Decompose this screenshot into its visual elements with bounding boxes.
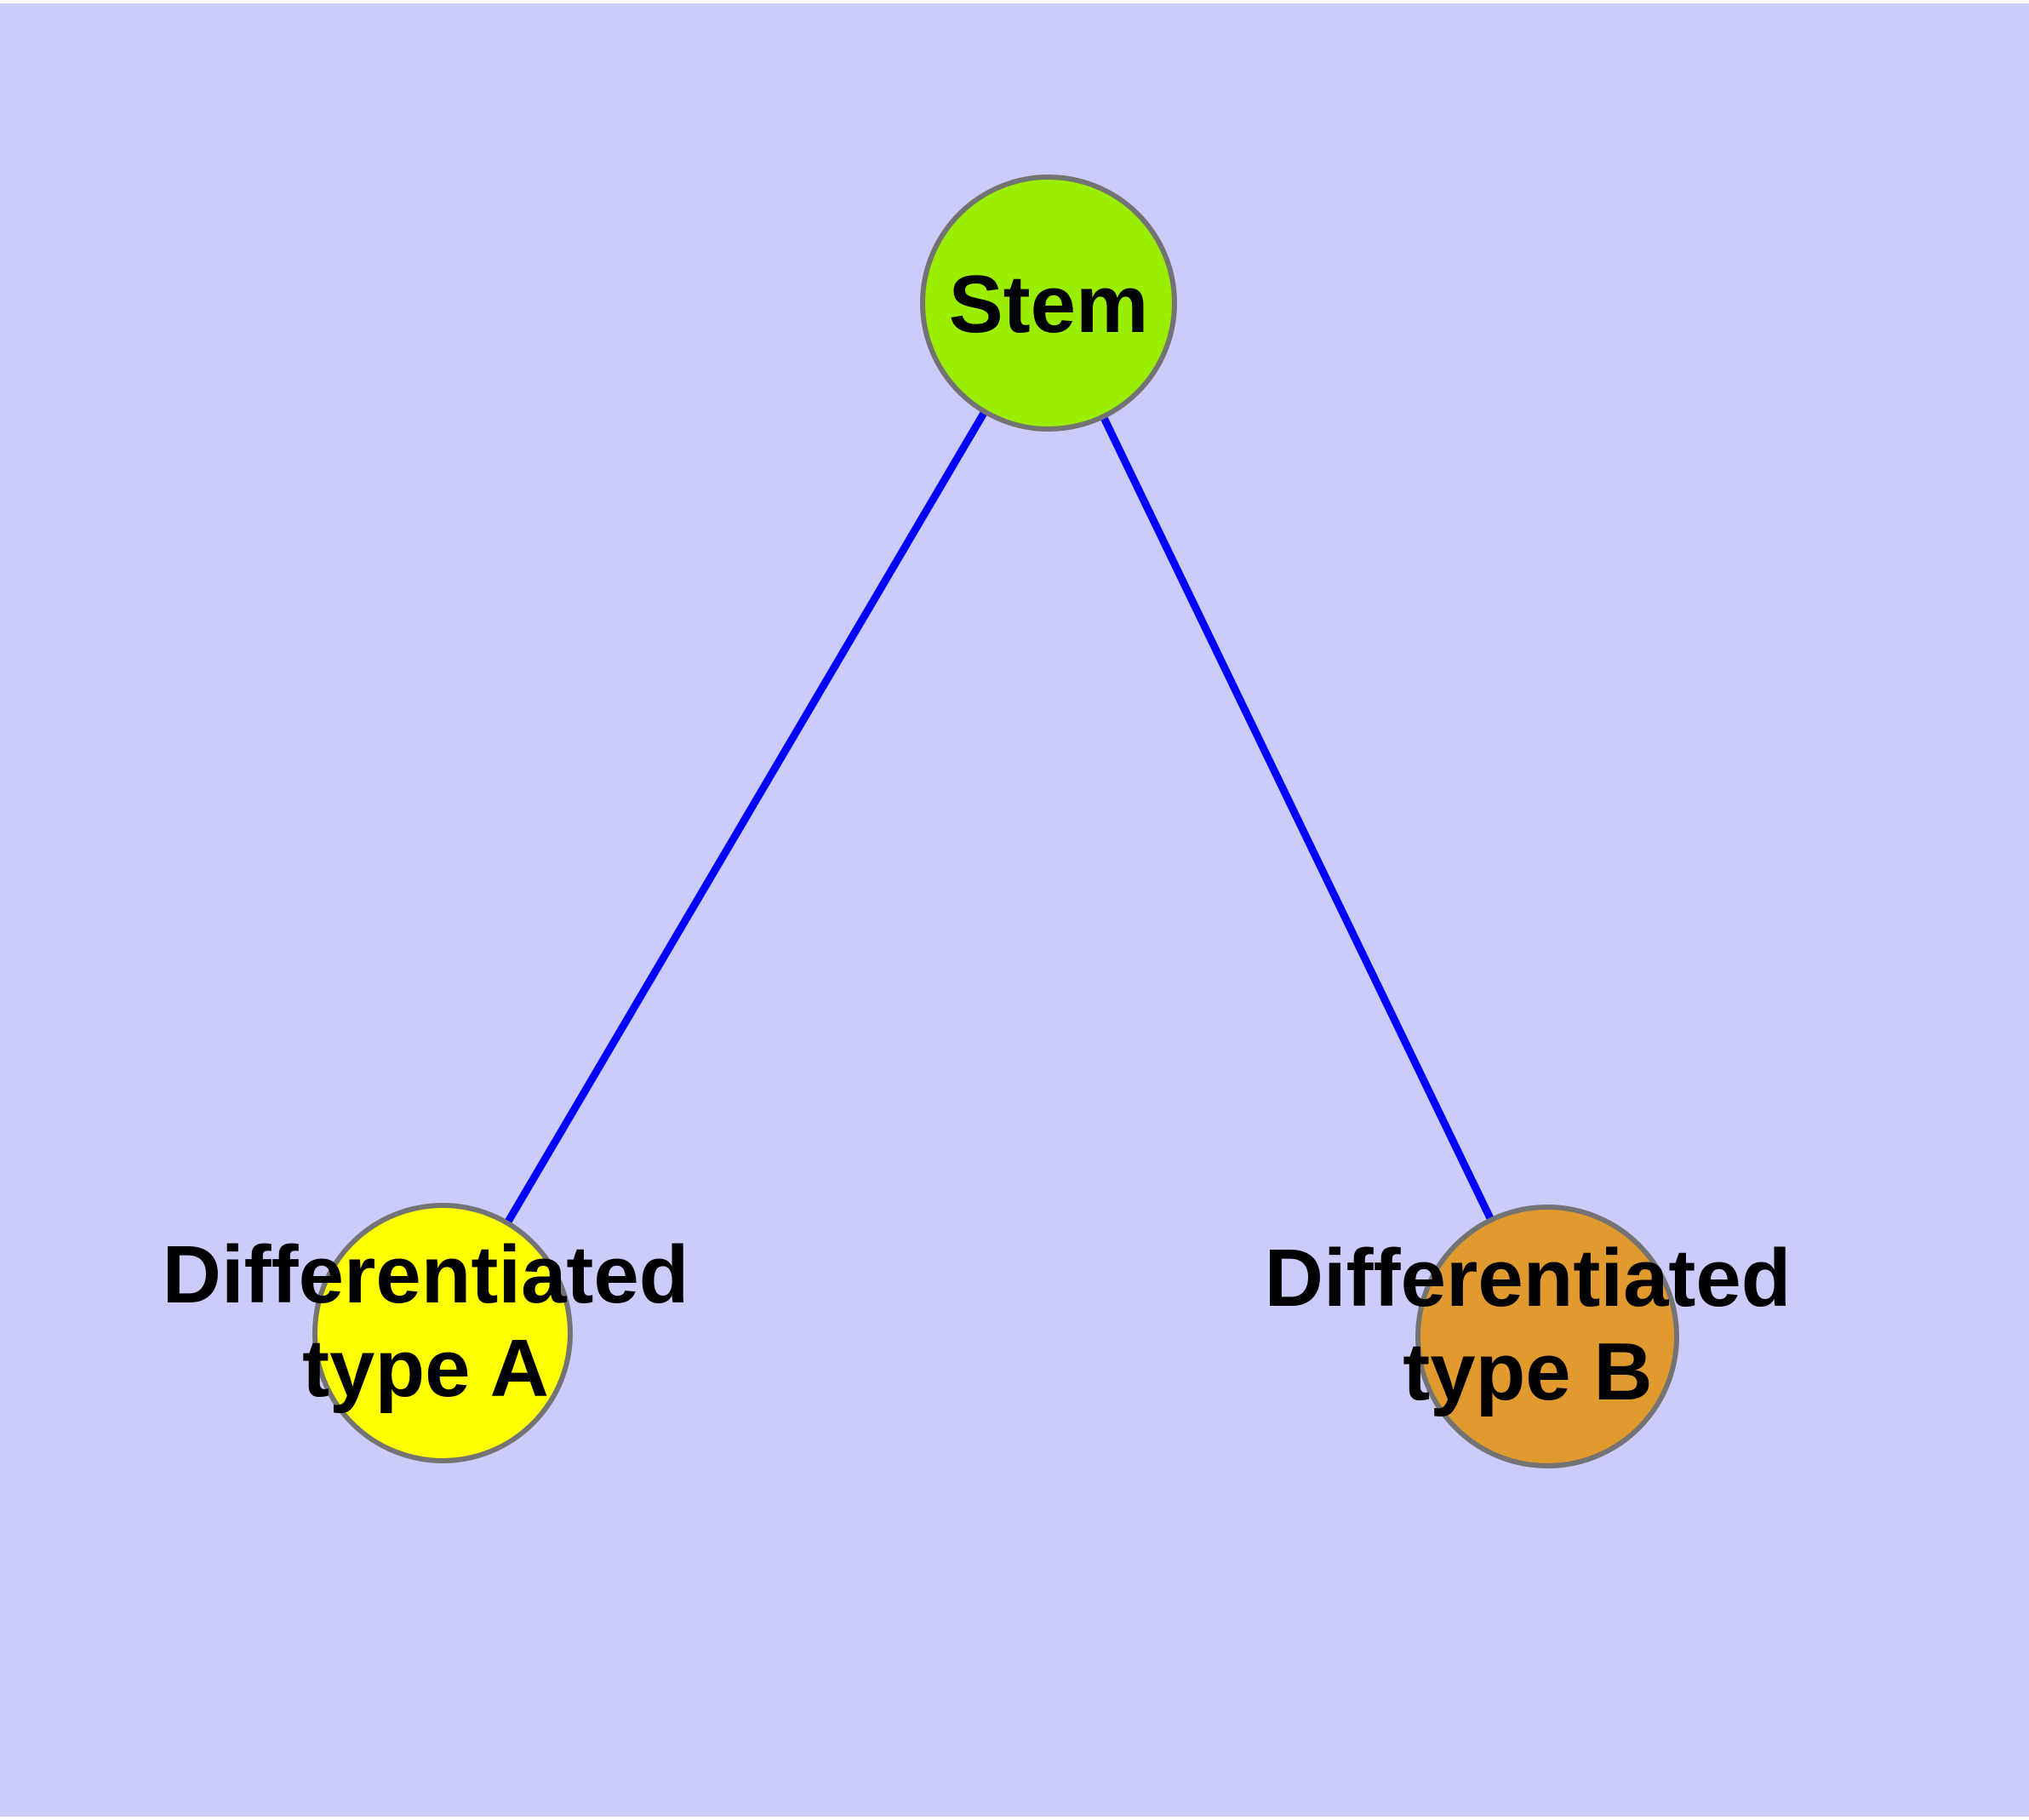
edge-stem-to-differentiated-type-b[interactable] — [1044, 301, 1552, 1338]
node-layer — [312, 175, 1679, 1468]
label-layer: Stem Differentiated type A Differentiate… — [163, 259, 1792, 1417]
node-differentiated-type-b-label-line2: type B — [1403, 1326, 1652, 1417]
node-differentiated-type-b[interactable] — [1415, 1205, 1679, 1468]
node-differentiated-type-a-label-line1: Differentiated — [163, 1229, 689, 1320]
node-differentiated-type-a-label-line2: type A — [302, 1323, 549, 1414]
node-differentiated-type-b-label-line1: Differentiated — [1265, 1233, 1792, 1324]
edge-stem-to-differentiated-type-a[interactable] — [439, 300, 1052, 1336]
node-stem-label: Stem — [949, 259, 1149, 350]
node-stem[interactable] — [920, 175, 1177, 432]
edge-layer — [439, 300, 1552, 1338]
node-differentiated-type-a[interactable] — [312, 1203, 573, 1463]
